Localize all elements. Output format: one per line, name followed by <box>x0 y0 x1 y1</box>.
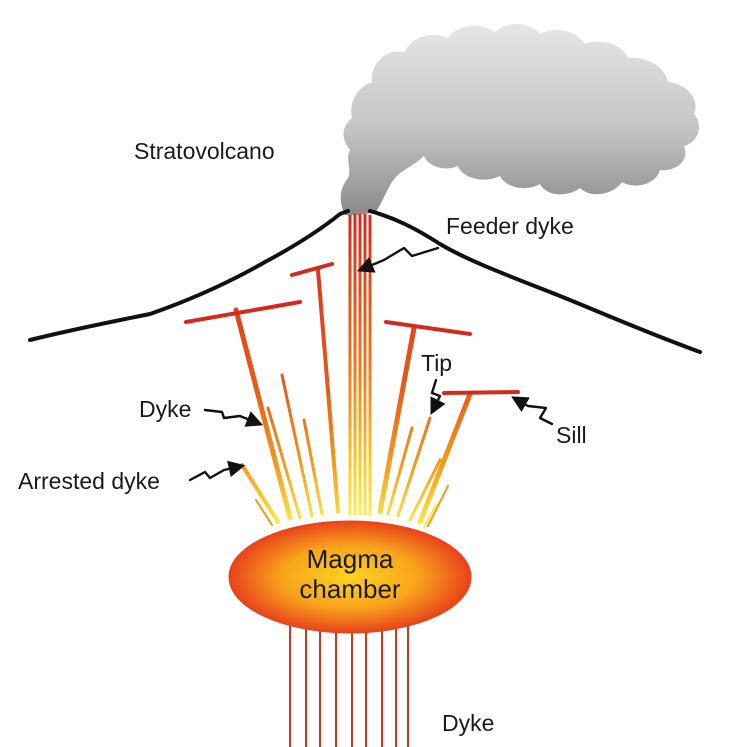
pointer-arrows <box>188 246 554 482</box>
smoke-plume <box>340 23 699 216</box>
magma-chamber <box>228 520 472 634</box>
dyke <box>233 307 293 521</box>
tip-pointer-icon <box>430 378 446 416</box>
sill <box>184 300 302 324</box>
volcano-outline <box>28 209 702 354</box>
label-magma-chamber: Magma chamber <box>250 544 450 604</box>
label-sill: Sill <box>556 422 587 448</box>
label-magma-chamber-line2: chamber <box>299 574 401 604</box>
lower-dykes <box>289 610 409 747</box>
arrested-dyke <box>240 463 280 524</box>
label-arrested-dyke: Arrested dyke <box>18 468 160 494</box>
dyke <box>316 268 340 514</box>
label-tip: Tip <box>421 350 453 376</box>
sill <box>442 390 520 395</box>
label-feeder-dyke: Feeder dyke <box>446 213 574 239</box>
sill-pointer-icon <box>511 396 554 426</box>
arrested-dyke-pointer-icon <box>188 460 246 482</box>
sill <box>384 320 472 336</box>
dyke-network <box>184 262 520 529</box>
label-stratovolcano: Stratovolcano <box>134 138 275 164</box>
label-dyke-upper: Dyke <box>139 396 192 422</box>
sill <box>290 262 334 277</box>
label-dyke-lower: Dyke <box>442 710 495 736</box>
feeder-dyke <box>348 214 372 515</box>
feeder-dyke-pointer-icon <box>356 246 440 273</box>
dyke-pointer-icon <box>203 408 264 427</box>
dyke <box>417 391 473 525</box>
dyke <box>377 325 417 515</box>
label-magma-chamber-line1: Magma <box>306 544 394 574</box>
